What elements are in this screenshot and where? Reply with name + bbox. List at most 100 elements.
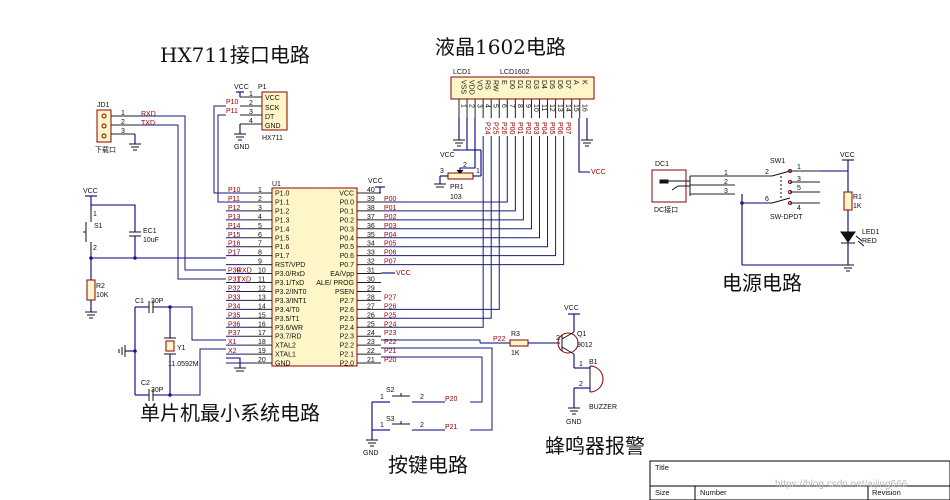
s3-ref: S3 (386, 416, 395, 423)
hx711-gnd-label: GND (234, 144, 250, 151)
mcu-pin-num-31: 31 (367, 268, 375, 275)
lcd-a-vcc: VCC (591, 169, 606, 176)
lcd-net-p05: P05 (548, 122, 555, 135)
key-circuit: S2 1 2 P20 S3 1 2 P21 GND (363, 339, 493, 457)
mcu-net-p07: P07 (384, 259, 397, 266)
mcu-pin-name-5: P1.4 (275, 226, 290, 233)
mcu-net-p05: P05 (384, 241, 397, 248)
mcu-pin-name-3: P1.2 (275, 208, 290, 215)
hx711-vcc-label: VCC (234, 84, 249, 91)
reset-circuit: VCC S1 1 2 EC1 10uF R2 10K (83, 188, 226, 319)
mcu-pin-num-5: 5 (258, 223, 262, 230)
mcu-pin-num-28: 28 (367, 294, 375, 301)
mcu-net-p27: P27 (384, 294, 397, 301)
lcd-pin-d7: D7 (564, 80, 571, 89)
mcu-pin-num-9: 9 (258, 259, 262, 266)
lcd-net-p03: P03 (532, 122, 539, 135)
mcu-pin-num-8: 8 (258, 250, 262, 257)
mcu-net-p37: P37 (228, 330, 241, 337)
mcu-pin-num-11: 11 (258, 277, 265, 284)
mcu-pin-num-7: 7 (258, 241, 262, 248)
lcd-pin-d0: D0 (508, 80, 515, 89)
mcu-pin-name-36: P0.3 (340, 226, 355, 233)
mcu-pin-num-38: 38 (367, 205, 375, 212)
buzzer-circuit: P22 R3 1K Q1 9012 2 VCC B1 GND BUZZER 1 … (480, 305, 617, 426)
mcu-pin-name-22: P2.1 (340, 352, 355, 359)
c1-val: 30P (151, 298, 164, 305)
tb-number: Number (700, 488, 727, 497)
mcu-pin-name-30: ALE/ PROG (316, 280, 354, 287)
mcu-pin-name-34: P0.5 (340, 244, 355, 251)
mcu-pin-name-16: P3.6/WR (275, 325, 303, 332)
lcd-num-15: 15 (572, 104, 579, 112)
key-net-p20: P20 (445, 396, 458, 403)
dc-num-3: 3 (724, 188, 728, 195)
sw1-ref: SW1 (770, 158, 785, 165)
mcu-pin-num-19: 19 (258, 348, 266, 355)
mcu-pin-name-9: RST/VPD (275, 262, 305, 269)
mcu-pin-num-1: 1 (258, 187, 262, 194)
lcd-net-p00: P00 (508, 122, 515, 135)
mcu-pin-num-32: 32 (367, 259, 375, 266)
mcu-pin-name-12: P3.2/INT0 (275, 289, 307, 296)
mcu-pin-name-10: P3.0/RxD (275, 271, 305, 278)
key-net-p21: P21 (445, 424, 458, 431)
mcu-net-p10: P10 (228, 187, 241, 194)
q1-val: 9012 (577, 342, 593, 349)
buzzer-gnd-label: GND (566, 419, 582, 426)
mcu-net-p16: P16 (228, 241, 241, 248)
lcd-num-9: 9 (524, 104, 531, 108)
mcu-pin-name-31: EA/Vpp (330, 271, 354, 278)
mcu-pin-num-18: 18 (258, 339, 266, 346)
sw-num-2: 2 (765, 169, 769, 176)
mcu-pin-num-25: 25 (367, 321, 375, 328)
mcu-pin-num-4: 4 (258, 214, 262, 221)
title-block: Title Size Number Revision (649, 460, 950, 500)
mcu-pin-num-10: 10 (258, 268, 266, 275)
mcu-net-p36: P36 (228, 321, 241, 328)
mcu-pin-num-13: 13 (258, 294, 266, 301)
mcu-net-p35: P35 (228, 312, 241, 319)
mcu-pin-num-33: 33 (367, 250, 375, 257)
lcd-pin-k: K (580, 80, 587, 85)
mcu-pin-num-30: 30 (367, 277, 375, 284)
mcu-pin-name-29: PSEN (335, 289, 354, 296)
sw-num-3: 3 (797, 176, 801, 183)
buzzer-net-p22: P22 (493, 336, 506, 343)
lcd-net-p24: P24 (484, 122, 491, 135)
mcu-net-p12: P12 (228, 205, 241, 212)
hx711-pin-sck: SCK (265, 105, 280, 112)
lcd-num-1: 1 (460, 104, 467, 108)
jd1-num-1: 1 (121, 110, 125, 117)
jd1-ref: JD1 (97, 102, 110, 109)
r1-val: 1K (853, 203, 862, 210)
mcu-net-p03: P03 (384, 223, 397, 230)
c2-val: 30P (151, 387, 164, 394)
title-buzzer: 蜂鸣器报警 (545, 434, 645, 458)
lcd-pin-d3: D3 (532, 80, 539, 89)
mcu-pin-num-12: 12 (258, 285, 266, 292)
lcd-net-p06: P06 (556, 122, 563, 135)
mcu-pin-num-20: 20 (258, 357, 266, 364)
mcu-pin-name-14: P3.4/T0 (275, 307, 300, 314)
mcu-net-p24: P24 (384, 321, 397, 328)
b1-val: BUZZER (589, 404, 617, 411)
tb-revision: Revision (872, 488, 901, 497)
dc-num-1: 1 (724, 170, 728, 177)
mcu-net-x1: X1 (228, 339, 237, 346)
mcu-vcc-label: VCC (368, 178, 383, 185)
title-mcu: 单片机最小系统电路 (140, 401, 320, 425)
mcu-pin-name-23: P2.2 (340, 343, 355, 350)
y1-val: 11.0592M (168, 361, 199, 368)
mcu-net-p21: P21 (384, 348, 397, 355)
power-vcc-label: VCC (840, 152, 855, 159)
hx711-connector: VCC P1 VCC SCK DT GND 1 2 3 4 P10 P11 HX… (213, 84, 288, 203)
lcd-pin-vo: VO (476, 80, 483, 91)
title-lcd: 液晶1602电路 (435, 35, 566, 59)
mcu-pin-num-2: 2 (258, 196, 262, 203)
mcu-pin-name-32: P0.7 (340, 262, 355, 269)
mcu-pin-name-26: P2.5 (340, 316, 355, 323)
mcu-pin-name-18: XTAL2 (275, 343, 296, 350)
